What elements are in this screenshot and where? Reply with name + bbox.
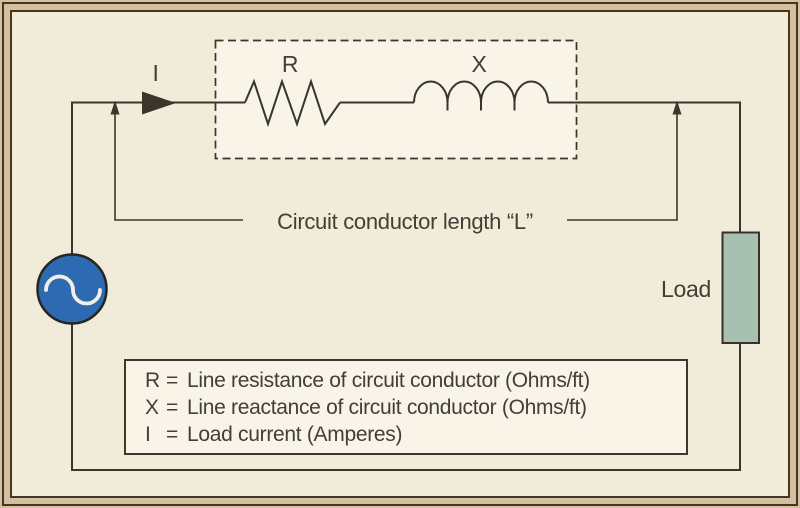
legend-symbol: X [145,396,159,419]
legend-row-resistance: R = Line resistance of circuit conductor… [145,367,686,394]
legend-equals: = [166,396,178,419]
legend-box: R = Line resistance of circuit conductor… [124,359,688,455]
resistor-symbol [244,78,341,128]
legend-text: Load current (Amperes) [187,423,403,446]
resistance-label: R [281,51,299,77]
impedance-dashed-box [214,39,578,160]
sine-wave-icon [44,274,102,306]
load-label: Load [661,276,711,302]
reactance-label: X [471,51,487,77]
current-label: I [152,60,159,86]
conductor-length-label: Circuit conductor length “L” [277,209,533,234]
dimension-arrow-up-left-icon [110,100,120,115]
legend-symbol: R [145,369,160,392]
legend-row-current: I = Load current (Amperes) [145,421,686,448]
legend-text: Line resistance of circuit conductor (Oh… [187,369,590,392]
inductor-symbol [413,80,549,111]
legend-equals: = [166,369,178,392]
length-dimension-lines [114,112,678,221]
legend-row-reactance: X = Line reactance of circuit conductor … [145,394,686,421]
legend-text: Line reactance of circuit conductor (Ohm… [187,396,587,419]
circuit-wire [71,101,741,471]
dimension-arrow-up-right-icon [672,100,682,115]
load-element [721,231,760,344]
legend-equals: = [166,423,178,446]
legend-symbol: I [145,423,151,446]
current-arrow-icon [142,91,176,115]
